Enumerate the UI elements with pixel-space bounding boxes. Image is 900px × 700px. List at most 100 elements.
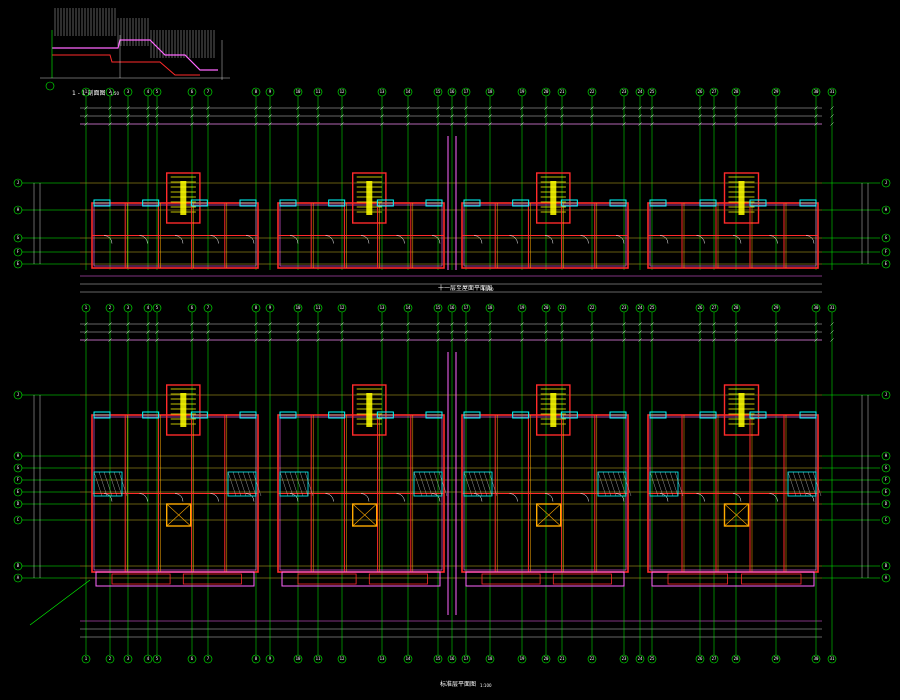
axis-bubble	[337, 303, 347, 313]
side-axis-label: E	[17, 489, 20, 494]
axis-bubble-label: 4	[147, 305, 150, 310]
axis-bubble-label: 5	[156, 656, 159, 661]
axis-bubble	[293, 303, 303, 313]
axis-bubble	[485, 87, 495, 97]
axis-bubble	[81, 654, 91, 664]
axis-bubble-label: 6	[191, 305, 194, 310]
axis-bubble-label: 18	[488, 656, 493, 661]
balcony	[281, 571, 441, 587]
axis-bubble-label: 12	[340, 305, 345, 310]
axis-bubble-label: 20	[544, 89, 549, 94]
axis-bubble-label: 23	[622, 305, 627, 310]
axis-bubble-label: 22	[590, 89, 595, 94]
stair-section-detail: 1 - 1 剖面图 1:50	[40, 8, 230, 97]
door-swing	[544, 493, 554, 502]
axis-bubble	[695, 87, 705, 97]
axis-bubble	[709, 303, 719, 313]
hatched-area	[227, 471, 257, 497]
balcony	[95, 571, 255, 587]
side-axis-bubble	[881, 499, 891, 509]
axis-bubble-label: 17	[464, 305, 469, 310]
stair-core	[352, 172, 387, 224]
axis-bubble	[377, 87, 387, 97]
side-axis-label: G	[885, 465, 888, 470]
door-swing	[431, 235, 441, 244]
side-axis-label: B	[885, 563, 888, 568]
axis-bubble-label: 25	[650, 656, 655, 661]
axis-bubble-label: 11	[316, 656, 321, 661]
axis-bubble	[123, 303, 133, 313]
axis-bubble	[203, 654, 213, 664]
axis-bubble-label: 12	[340, 656, 345, 661]
door-swing	[174, 235, 184, 244]
axis-bubble-label: 31	[830, 89, 835, 94]
axis-bubble	[313, 303, 323, 313]
side-axis-label: H	[17, 453, 20, 458]
axis-bubble-label: 9	[269, 89, 272, 94]
axis-bubble-label: 14	[406, 89, 411, 94]
side-axis-bubble	[13, 515, 23, 525]
side-axis-label: J	[885, 180, 887, 185]
hatched-area	[649, 471, 679, 497]
axis-bubble-label: 27	[712, 89, 717, 94]
stair-section-title: 1 - 1 剖面图	[72, 89, 106, 97]
section-axis-bubble	[45, 81, 55, 91]
axis-bubble	[203, 303, 213, 313]
side-axis-label: E	[17, 261, 20, 266]
standard-floor-plan: 1122334455667788991010111112121313141415…	[13, 303, 891, 664]
hatched-area	[597, 471, 627, 497]
axis-bubble-label: 20	[544, 656, 549, 661]
axis-bubble-label: 21	[560, 656, 565, 661]
axis-bubble-label: 10	[296, 89, 301, 94]
axis-bubble-label: 17	[464, 89, 469, 94]
axis-bubble-label: 10	[296, 305, 301, 310]
door-swing	[509, 235, 518, 244]
side-axis-bubble	[13, 390, 23, 400]
side-axis-label: H	[17, 207, 20, 212]
hatched-area	[463, 471, 493, 497]
door-swing	[396, 235, 405, 244]
axis-bubble	[827, 303, 837, 313]
stair-core	[536, 384, 571, 436]
side-axis-bubble	[881, 451, 891, 461]
axis-bubble	[827, 87, 837, 97]
axis-bubble-label: 2	[109, 305, 112, 310]
side-axis-label: G	[17, 235, 20, 240]
axis-bubble	[293, 654, 303, 664]
axis-bubble	[695, 303, 705, 313]
axis-bubble	[447, 654, 457, 664]
axis-bubble-label: 31	[830, 305, 835, 310]
axis-bubble	[485, 303, 495, 313]
stair-core	[536, 172, 571, 224]
axis-bubble	[587, 87, 597, 97]
axis-bubble	[251, 654, 261, 664]
axis-bubble	[377, 303, 387, 313]
axis-bubble	[771, 654, 781, 664]
axis-bubble	[81, 303, 91, 313]
axis-bubble-label: 26	[698, 89, 703, 94]
door-swing	[580, 493, 589, 502]
axis-bubble-label: 7	[207, 656, 210, 661]
upper-plan-scale: 1:100	[482, 287, 494, 292]
door-swing	[696, 493, 705, 502]
axis-bubble-label: 25	[650, 305, 655, 310]
axis-bubble-label: 22	[590, 656, 595, 661]
axis-bubble	[265, 654, 275, 664]
side-axis-bubble	[881, 178, 891, 188]
shaft	[723, 503, 750, 527]
axis-bubble	[403, 87, 413, 97]
door-swing	[360, 235, 370, 244]
axis-bubble	[433, 654, 443, 664]
axis-bubble-label: 17	[464, 656, 469, 661]
axis-bubble	[337, 654, 347, 664]
side-axis-label: F	[885, 477, 888, 482]
axis-bubble-label: 3	[127, 305, 130, 310]
axis-bubble-label: 18	[488, 305, 493, 310]
side-axis-label: B	[17, 563, 20, 568]
side-axis-label: A	[885, 575, 888, 580]
stair-core	[352, 384, 387, 436]
stair-section-scale: 1:50	[110, 91, 119, 96]
axis-bubble-label: 3	[127, 89, 130, 94]
axis-bubble-label: 22	[590, 305, 595, 310]
